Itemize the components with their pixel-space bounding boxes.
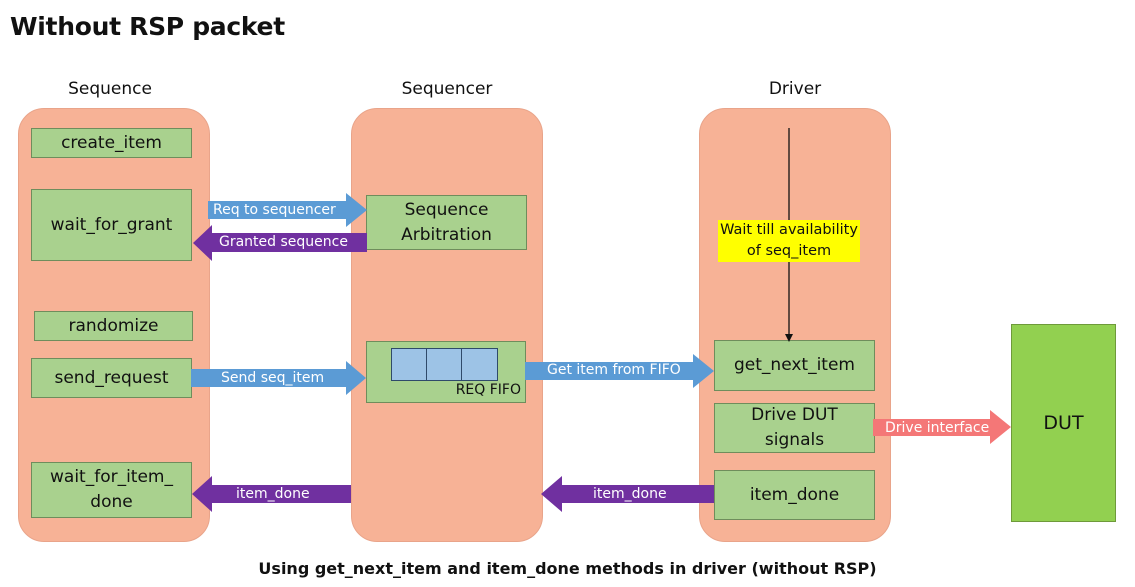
- drive-interface-label: Drive interface: [885, 420, 990, 436]
- dut-box: DUT: [1011, 324, 1116, 522]
- arbitration-line1: Sequence: [404, 199, 489, 220]
- wait-for-item-done-line1: wait_for_item_: [50, 467, 173, 487]
- get-next-item-box: get_next_item: [714, 340, 875, 391]
- item-done-to-sequence-label: item_done: [236, 486, 310, 502]
- wait-for-item-done-line2: done: [90, 492, 133, 512]
- create-item-box: create_item: [31, 128, 192, 158]
- sequencer-column-label: Sequencer: [401, 79, 493, 99]
- item-done-to-sequence-arrow: [192, 476, 351, 512]
- granted-sequence-arrow: [193, 225, 367, 261]
- diagram-title: Without RSP packet: [10, 12, 285, 41]
- wait-note-line1: Wait till availability: [720, 222, 858, 238]
- drive-dut-line2: signals: [764, 430, 825, 450]
- wait-for-item-done-box: wait_for_item_ done: [31, 462, 192, 518]
- granted-sequence-label: Granted sequence: [219, 234, 348, 250]
- send-request-box: send_request: [31, 358, 192, 398]
- req-to-sequencer-arrow: [208, 193, 367, 227]
- get-item-from-fifo-arrow: [525, 354, 714, 388]
- sequencer-panel: [351, 108, 543, 542]
- arbitration-line2: Arbitration: [401, 224, 492, 245]
- wait-note-line2: of seq_item: [746, 243, 832, 259]
- req-to-sequencer-label: Req to sequencer: [213, 202, 336, 218]
- sequence-arbitration-box: Sequence Arbitration: [366, 195, 527, 250]
- driver-panel: [699, 108, 891, 542]
- wait-for-grant-box: wait_for_grant: [31, 189, 192, 261]
- get-item-from-fifo-label: Get item from FIFO: [547, 362, 681, 378]
- fifo-slot: [461, 348, 498, 381]
- req-fifo-box: REQ FIFO: [366, 341, 526, 403]
- drive-dut-signals-box: Drive DUT signals: [714, 403, 875, 453]
- driver-column-label: Driver: [768, 79, 822, 99]
- req-fifo-label: REQ FIFO: [455, 382, 521, 398]
- item-done-driver-box: item_done: [714, 470, 875, 520]
- sequence-column-label: Sequence: [68, 79, 152, 99]
- drive-dut-line1: Drive DUT: [751, 405, 838, 425]
- diagram-caption: Using get_next_item and item_done method…: [258, 559, 877, 578]
- item-done-to-sequencer-arrow: [541, 476, 714, 512]
- randomize-box: randomize: [34, 311, 193, 341]
- send-seq-item-label: Send seq_item: [221, 370, 325, 386]
- drive-interface-arrow: [873, 410, 1011, 444]
- wait-line-arrowhead: [785, 334, 793, 342]
- item-done-to-sequencer-label: item_done: [593, 486, 667, 502]
- send-seq-item-arrow: [191, 361, 366, 395]
- wait-availability-note: Wait till availability of seq_item: [718, 220, 860, 262]
